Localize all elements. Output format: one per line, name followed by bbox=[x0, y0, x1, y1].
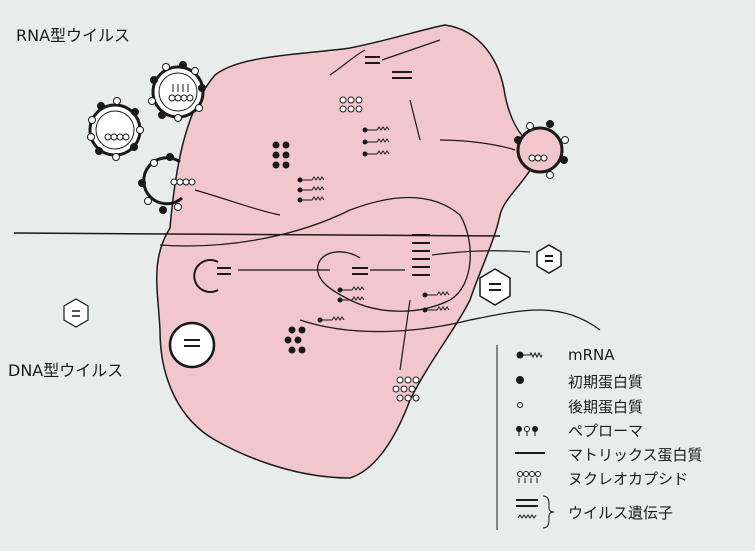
legend-icons bbox=[496, 345, 555, 530]
open-dot-icon bbox=[517, 402, 523, 408]
nucleus bbox=[159, 196, 471, 312]
legend-late-protein: 後期蛋白質 bbox=[568, 398, 644, 416]
late-protein-cluster bbox=[339, 96, 420, 402]
process-arrows bbox=[194, 39, 531, 371]
legend-mrna: mRNA bbox=[568, 346, 615, 364]
dna-virus-label: DNA型ウイルス bbox=[8, 361, 124, 380]
viral-gene-marks bbox=[217, 56, 430, 276]
rna-virus-label: RNA型ウイルス bbox=[16, 26, 131, 45]
mrna-strands bbox=[300, 126, 450, 321]
legend-early-protein: 初期蛋白質 bbox=[568, 373, 644, 391]
viral-gene-icon bbox=[516, 499, 538, 519]
peplomer-icon bbox=[516, 426, 538, 436]
filled-dot-icon bbox=[516, 376, 524, 384]
early-protein-cluster bbox=[272, 141, 306, 354]
entering-dna-virion bbox=[168, 321, 216, 369]
rna-virion bbox=[87, 97, 144, 161]
uncoating-capsid bbox=[193, 259, 219, 293]
dna-virion bbox=[479, 268, 511, 306]
legend-nucleocapsid: ヌクレオカプシド bbox=[568, 470, 689, 488]
host-cell bbox=[155, 24, 541, 479]
legend-viral-gene: ウイルス遺伝子 bbox=[568, 504, 674, 522]
rna-virion bbox=[148, 61, 206, 122]
dna-virion bbox=[536, 244, 562, 274]
brace-icon bbox=[542, 495, 555, 529]
budding-virion-right bbox=[514, 120, 569, 179]
legend-peplomer: ペプローマ bbox=[568, 422, 644, 440]
budding-virion bbox=[138, 153, 196, 214]
legend-matrix-protein: マトリックス蛋白質 bbox=[568, 446, 703, 464]
dna-virion bbox=[63, 298, 89, 328]
nucleocapsid-icon bbox=[517, 471, 541, 483]
